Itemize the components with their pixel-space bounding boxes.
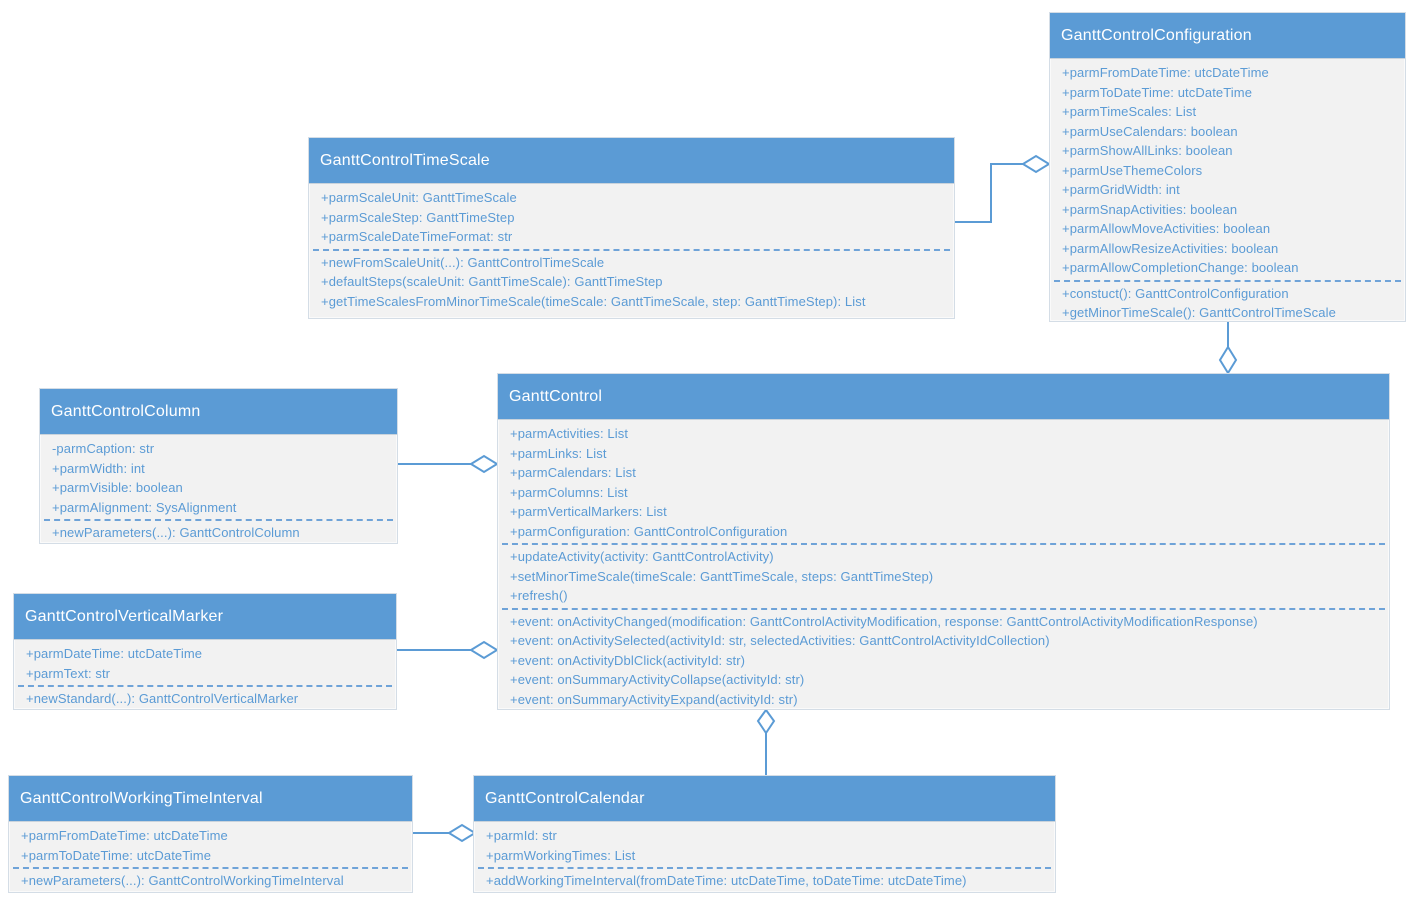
class-member: +event: onSummaryActivityCollapse(activi…	[510, 672, 805, 687]
member-separator	[502, 543, 1385, 545]
class-member: +newFromScaleUnit(...): GanttControlTime…	[321, 254, 605, 270]
class-member: +updateActivity(activity: GanttControlAc…	[510, 549, 774, 564]
class-member: +setMinorTimeScale(timeScale: GanttTimeS…	[510, 568, 934, 584]
class-member: +parmScaleStep: GanttTimeStep	[321, 209, 515, 225]
class-member: +parmConfiguration: GanttControlConfigur…	[510, 523, 788, 539]
class-member: +parmScaleDateTimeFormat: str	[321, 229, 513, 244]
aggregation-diamond-icon	[1218, 345, 1238, 375]
class-member: +parmUseCalendars: boolean	[1062, 123, 1238, 139]
class-member: +parmSnapActivities: boolean	[1062, 201, 1238, 217]
member-separator	[478, 867, 1051, 869]
class-member: -parmCaption: str	[52, 441, 155, 456]
member-separator	[502, 607, 1385, 610]
class-member: +newStandard(...): GanttControlVerticalM…	[26, 691, 299, 706]
class-member: +addWorkingTimeInterval(fromDateTime: ut…	[486, 873, 967, 888]
class-title: GanttControlTimeScale	[309, 138, 954, 184]
class-member: +parmLinks: List	[510, 445, 607, 461]
class-member: +parmToDateTime: utcDateTime	[1062, 84, 1253, 100]
class-member: +event: onSummaryActivityExpand(activity…	[510, 691, 798, 707]
member-separator	[13, 867, 408, 869]
class-member: +parmWidth: int	[52, 460, 145, 476]
aggregation-diamond-icon	[469, 640, 499, 660]
aggregation-diamond-icon	[469, 454, 499, 474]
class-member: +parmAllowCompletionChange: boolean	[1062, 260, 1299, 275]
class-members: -parmCaption: str +parmWidth: int +parmVis…	[40, 435, 397, 543]
class-member: +newParameters(...): GanttControlColumn	[52, 525, 300, 540]
class-member: +parmFromDateTime: utcDateTime	[21, 828, 228, 843]
member-separator	[44, 519, 393, 521]
class-member: +parmWorkingTimes: List	[486, 847, 636, 863]
class-member: +refresh()	[510, 588, 568, 603]
class-title: GanttControlVerticalMarker	[14, 594, 396, 640]
class-member: +parmVisible: boolean	[52, 480, 183, 495]
class-member: +event: onActivitySelected(activityId: s…	[510, 633, 1050, 648]
class-member: +parmTimeScales: List	[1062, 104, 1197, 119]
class-member: +parmToDateTime: utcDateTime	[21, 847, 212, 863]
class-members: +parmFromDateTime: utcDateTime +parmToDat…	[1050, 59, 1405, 323]
class-member: +defaultSteps(scaleUnit: GanttTimeScale)…	[321, 274, 663, 289]
class-member: +getTimeScalesFromMinorTimeScale(timeSca…	[321, 293, 866, 309]
class-member: +parmDateTime: utcDateTime	[26, 646, 203, 661]
connector-verticalmarker-to-ganttcontrol[interactable]	[397, 640, 499, 660]
class-members: +parmId: str +parmWorkingTimes: List +addW…	[474, 822, 1055, 891]
class-member: +event: onActivityDblClick(activityId: s…	[510, 652, 746, 668]
aggregation-diamond-icon	[756, 708, 776, 735]
class-member: +event: onActivityChanged(modification: …	[510, 613, 1258, 629]
class-member: +parmUseThemeColors	[1062, 162, 1203, 178]
class-member: +newParameters(...): GanttControlWorking…	[21, 873, 344, 888]
class-member: +constuct(): GanttControlConfiguration	[1062, 285, 1289, 301]
class-gantt-control-time-scale[interactable]: GanttControlTimeScale +parmScaleUnit: Ga…	[308, 137, 955, 319]
class-gantt-control-column[interactable]: GanttControlColumn -parmCaption: str +par…	[39, 388, 398, 544]
connector-configuration-to-ganttcontrol[interactable]	[1218, 322, 1238, 375]
connector-workingtimeinterval-to-calendar[interactable]	[413, 823, 477, 843]
class-member: +parmId: str	[486, 828, 557, 843]
connector-column-to-ganttcontrol[interactable]	[398, 454, 499, 474]
class-member: +parmScaleUnit: GanttTimeScale	[321, 190, 517, 205]
class-member: +parmAllowMoveActivities: boolean	[1062, 221, 1271, 236]
class-member: +parmGridWidth: int	[1062, 182, 1180, 197]
class-gantt-control[interactable]: GanttControl +parmActivities: List +parmL…	[497, 373, 1390, 710]
class-title: GanttControlWorkingTimeInterval	[9, 776, 412, 822]
class-member: +parmColumns: List	[510, 484, 628, 500]
class-gantt-control-calendar[interactable]: GanttControlCalendar +parmId: str +parmWo…	[473, 775, 1056, 893]
member-separator	[1054, 279, 1401, 282]
connector-calendar-to-ganttcontrol[interactable]	[756, 708, 776, 775]
class-member: +parmAlignment: SysAlignment	[52, 499, 237, 515]
class-member: +parmAllowResizeActivities: boolean	[1062, 240, 1279, 256]
aggregation-diamond-icon	[1021, 154, 1051, 174]
class-member: +parmText: str	[26, 665, 111, 681]
class-member: +parmCalendars: List	[510, 465, 636, 480]
class-title: GanttControlColumn	[40, 389, 397, 435]
class-member: +parmActivities: List	[510, 426, 629, 441]
class-member: +parmShowAllLinks: boolean	[1062, 143, 1233, 158]
class-title: GanttControlCalendar	[474, 776, 1055, 822]
class-title: GanttControl	[498, 374, 1389, 420]
class-gantt-control-configuration[interactable]: GanttControlConfiguration +parmFromDateT…	[1049, 12, 1406, 322]
member-separator	[18, 685, 392, 687]
class-member: +getMinorTimeScale(): GanttControlTimeSc…	[1062, 305, 1336, 320]
class-members: +parmFromDateTime: utcDateTime +parmToDat…	[9, 822, 412, 891]
class-gantt-control-working-time-interval[interactable]: GanttControlWorkingTimeInterval +parmFro…	[8, 775, 413, 893]
class-title: GanttControlConfiguration	[1050, 13, 1405, 59]
connector-timescale-to-configuration[interactable]	[955, 154, 1051, 223]
class-members: +parmScaleUnit: GanttTimeScale +parmScale…	[309, 184, 954, 311]
class-members: +parmActivities: List +parmLinks: List +pa…	[498, 420, 1389, 709]
class-member: +parmVerticalMarkers: List	[510, 504, 667, 519]
class-members: +parmDateTime: utcDateTime +parmText: str…	[14, 640, 396, 709]
aggregation-diamond-icon	[447, 823, 477, 843]
class-gantt-control-vertical-marker[interactable]: GanttControlVerticalMarker +parmDateTime…	[13, 593, 397, 710]
member-separator	[313, 248, 950, 251]
class-member: +parmFromDateTime: utcDateTime	[1062, 65, 1269, 80]
